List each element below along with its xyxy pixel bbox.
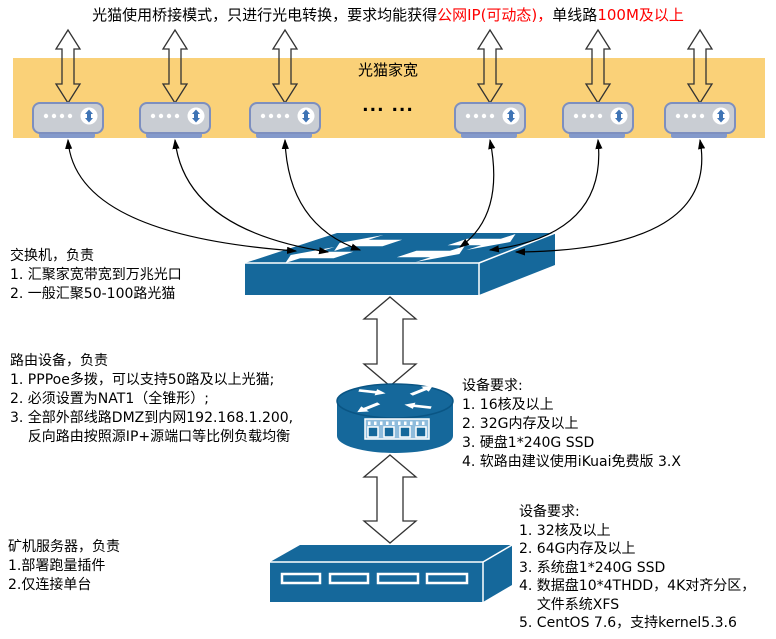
modem-band	[13, 58, 765, 138]
modem-icon-4	[454, 102, 526, 139]
modem-icon-6	[664, 102, 736, 139]
switch-icon	[245, 232, 556, 295]
public-ip-highlight: 公网IP(可动态)，	[437, 6, 553, 24]
bandwidth-highlight: 100M及以上	[597, 6, 684, 24]
band-label: 光猫家宽	[357, 61, 419, 79]
top-annotation-text-2: 单线路	[552, 6, 598, 24]
router-icon	[336, 383, 454, 453]
server-note: 矿机服务器，负责 1.部署跑量插件 2.仅连接单台	[8, 539, 120, 593]
router-ports	[364, 418, 430, 440]
switch-note: 交换机，负责 1. 汇聚家宽带宽到万兆光口 2. 一般汇聚50-100路光猫	[10, 248, 182, 302]
server-icon	[270, 544, 513, 602]
modem-icon-3	[249, 102, 321, 139]
router-note: 路由设备，负责 1. PPPoe多拨，可以支持50路及以上光猫; 2. 必须设置…	[10, 353, 294, 445]
modem-icon-5	[562, 102, 634, 139]
router-server-arrow	[362, 454, 418, 544]
server-slots	[280, 572, 469, 585]
modem-icon-2	[139, 102, 211, 139]
router-requirements: 设备要求: 1. 16核及以上 2. 32G内存及以上 3. 硬盘1*240G …	[462, 378, 681, 470]
modem-switch-links	[65, 138, 706, 256]
top-annotation: 光猫使用桥接模式，只进行光电转换，要求均能获得公网IP(可动态)，单线路100M…	[0, 6, 776, 24]
modem-ellipsis: ... ...	[362, 96, 414, 116]
server-requirements: 设备要求: 1. 32核及以上 2. 64G内存及以上 3. 系统盘1*240G…	[519, 504, 756, 631]
switch-router-arrow	[362, 296, 418, 387]
top-annotation-text-1: 光猫使用桥接模式，只进行光电转换，要求均能获得	[92, 6, 438, 24]
modem-icon-1	[32, 102, 104, 139]
